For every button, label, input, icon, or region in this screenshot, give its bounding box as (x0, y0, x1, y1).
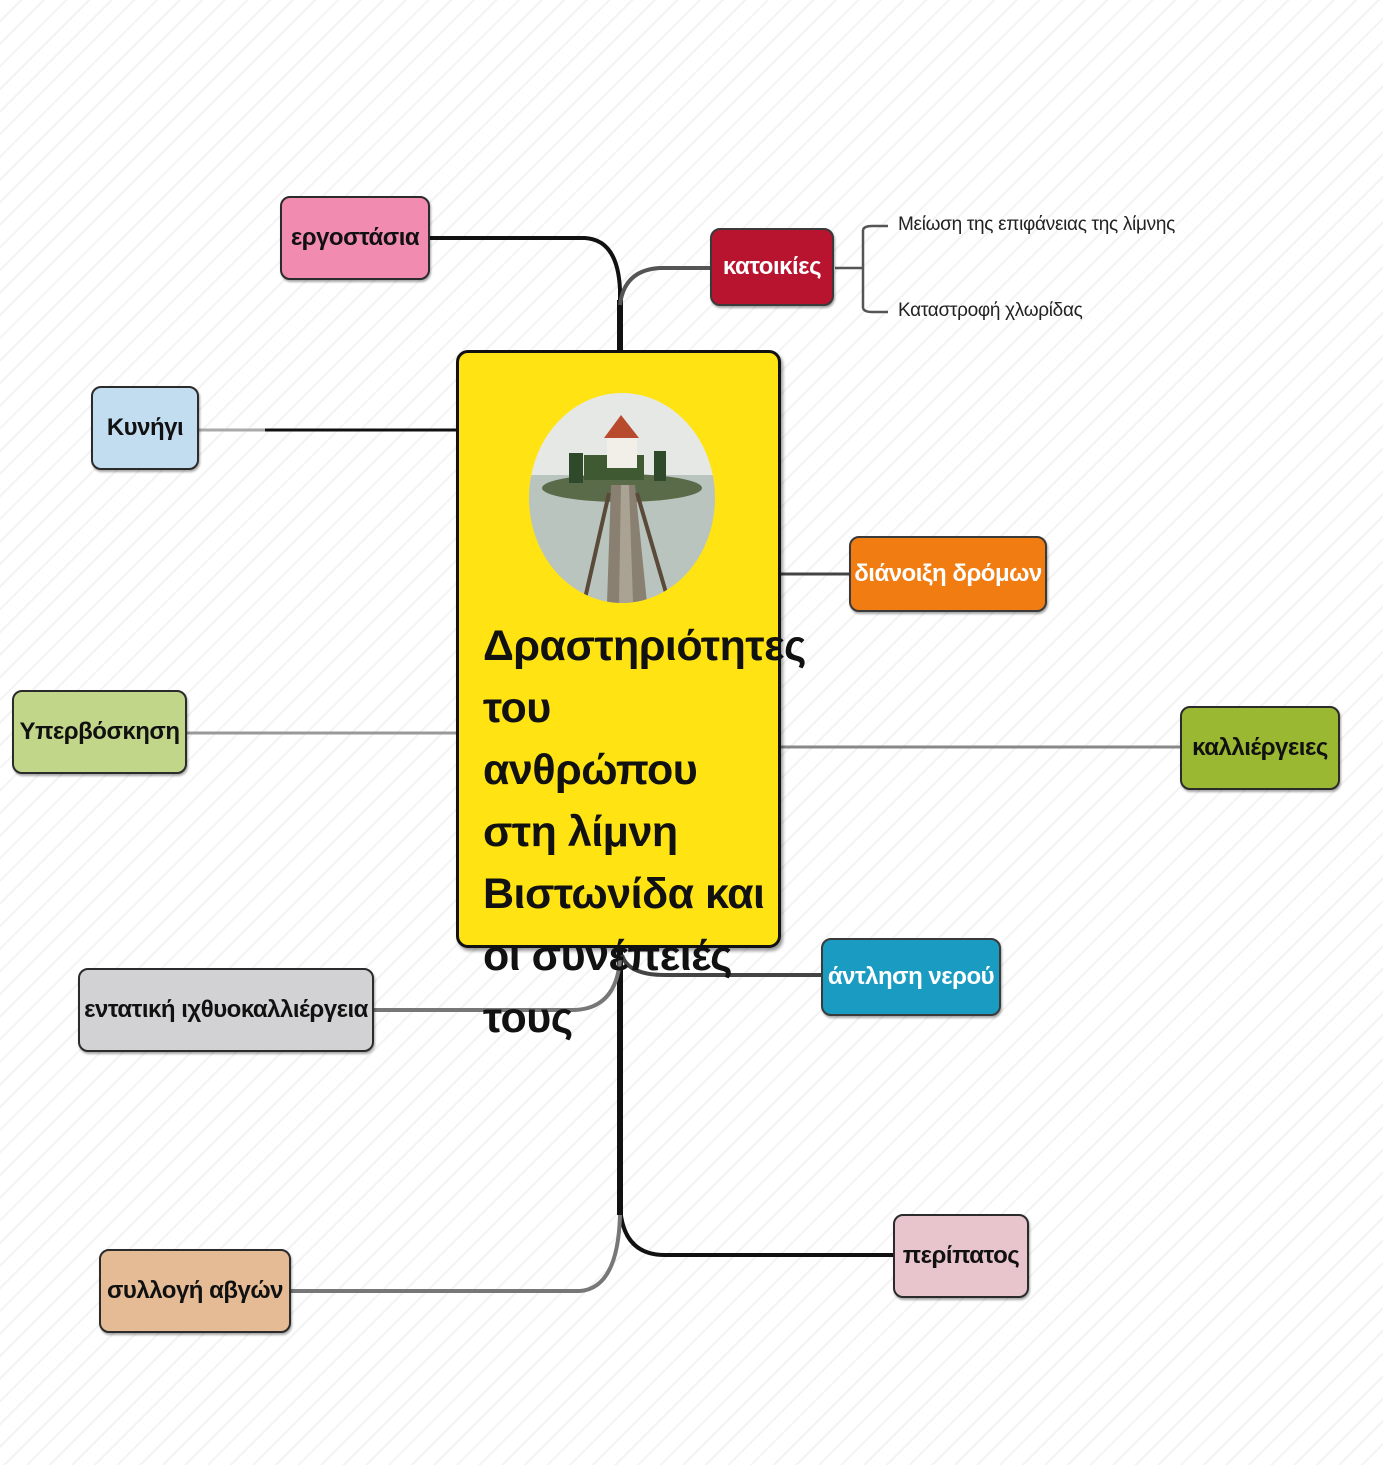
connector-katoikies-leaves (835, 224, 888, 314)
branch-dianoixi-dromon[interactable]: διάνοιξη δρόμων (849, 536, 1047, 612)
connector-ixthyo (373, 959, 622, 1012)
branch-kynigi[interactable]: Κυνήγι (91, 386, 199, 470)
connector-katoikies (618, 266, 710, 306)
central-topic[interactable]: Δραστηριότητες του ανθρώπου στη λίμνη Βι… (456, 350, 806, 1042)
leaf-katastrofi-chloridas[interactable]: Καταστροφή χλωρίδας (898, 300, 1083, 321)
leaf-meiosi-epifaneias[interactable]: Μείωση της επιφάνειας της λίμνης (898, 214, 1175, 235)
branch-peripatos[interactable]: περίπατος (893, 1214, 1029, 1298)
connector-peripatos (618, 1204, 893, 1257)
branch-antlisi-nerou[interactable]: άντληση νερού (821, 938, 1001, 1016)
connector-antlisi (620, 954, 821, 977)
branch-syllogi-avgon[interactable]: συλλογή αβγών (99, 1249, 291, 1333)
central-topic-title: Δραστηριότητες του ανθρώπου στη λίμνη Βι… (483, 622, 806, 1042)
branch-kalliergeies[interactable]: καλλιέργειες (1180, 706, 1340, 790)
branch-yperboskisi[interactable]: Υπερβόσκηση (12, 690, 187, 774)
branch-katoikies[interactable]: κατοικίες (710, 228, 834, 306)
lake-monastery-photo-icon (529, 393, 715, 603)
branch-entatiki-ixthyokalliergeia[interactable]: εντατική ιχθυοκαλλιέργεια (78, 968, 374, 1052)
branch-ergostasia[interactable]: εργοστάσια (280, 196, 430, 280)
connector-syllogi (290, 1214, 622, 1293)
connector-ergostasia (430, 236, 622, 300)
